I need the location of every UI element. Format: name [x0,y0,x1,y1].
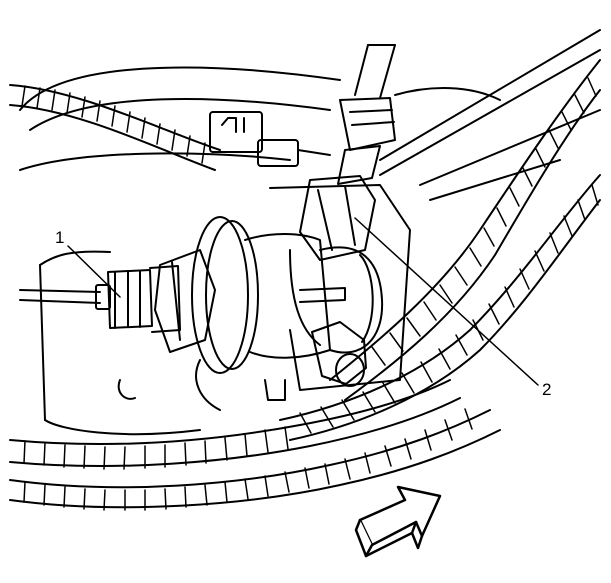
callout-1-leader [67,245,121,298]
pressure-regulator [117,184,411,411]
lower-wiring-harness [9,379,501,511]
fuel-pipe-left [19,265,181,333]
callout-1-label: 1 [55,228,64,247]
callout-2: 2 [354,217,551,399]
callout-1: 1 [55,228,121,298]
background-body [19,29,601,436]
upper-wiring-harness [9,84,221,171]
fuel-pipe-upper [299,44,396,261]
callout-2-label: 2 [542,380,551,399]
electrical-connector [209,111,331,167]
callout-2-leader [354,217,539,386]
direction-arrow-icon [354,485,442,558]
right-wiring-harness [279,59,601,441]
